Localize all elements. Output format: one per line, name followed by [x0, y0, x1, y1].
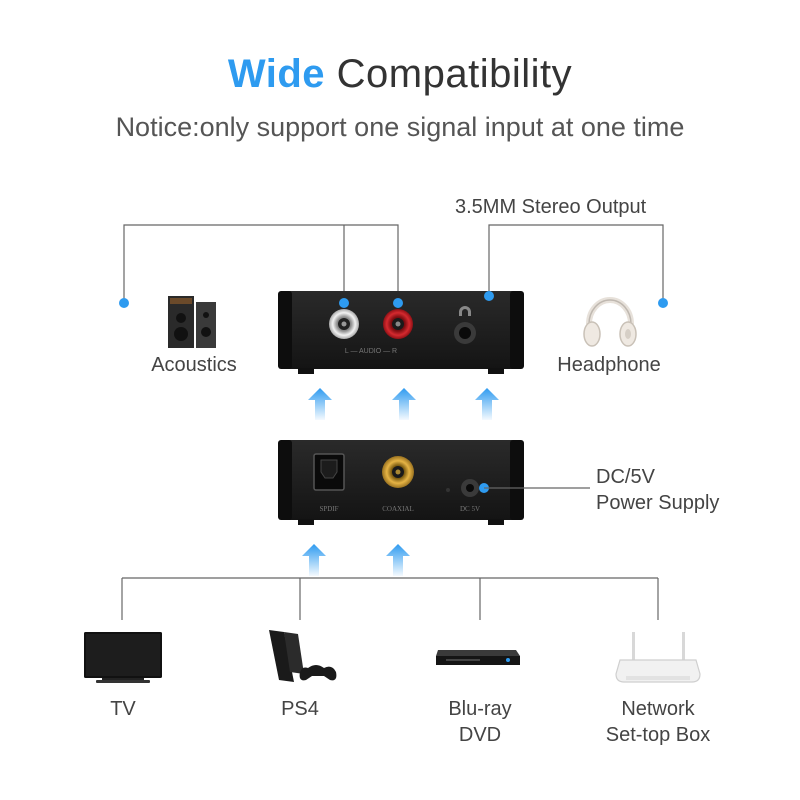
coaxial-jack: [382, 456, 414, 488]
source-label-ps4: PS4: [281, 698, 319, 720]
spdif-port-label: SPDIF: [319, 505, 338, 513]
notice-text: Notice:only support one signal input at …: [115, 112, 685, 142]
arrow-up-icon: [386, 544, 410, 576]
led-indicator: [446, 488, 450, 492]
speakers-icon: [168, 296, 216, 348]
source-label-bluray: Blu-ray DVD: [415, 696, 545, 748]
headphone-symbol-icon: [459, 306, 471, 316]
dc-jack-label: DC 5V: [460, 505, 480, 513]
acoustics-label: Acoustics: [151, 354, 237, 376]
optical-spdif-port: [313, 453, 345, 491]
coaxial-port-label: COAXIAL: [382, 505, 414, 513]
power-supply-line2: Power Supply: [596, 492, 720, 514]
source-label-bluray-line1: Blu-ray: [448, 698, 512, 720]
title-rest: Compatibility: [336, 52, 573, 96]
power-supply-line1: DC/5V: [596, 466, 655, 488]
title-highlight: Wide: [227, 52, 326, 96]
arrow-up-icon: [308, 388, 332, 420]
arrow-up-icon: [302, 544, 326, 576]
stereo-output-label: 3.5MM Stereo Output: [455, 196, 647, 218]
source-label-network-line2: Set-top Box: [605, 724, 711, 746]
source-label-network: Network Set-top Box: [588, 696, 728, 748]
rca-panel-text: L — AUDIO — R: [345, 348, 397, 355]
source-connection-lines: [121, 577, 659, 620]
rca-left-white-jack: [329, 309, 359, 339]
bluray-player-icon: [436, 650, 520, 665]
tv-icon: [84, 632, 162, 683]
arrow-up-icon: [475, 388, 499, 420]
acoustics-dot: [119, 298, 129, 308]
output-panel-device: [278, 291, 524, 374]
headphone-icon: [583, 297, 637, 347]
arrow-up-icon: [392, 388, 416, 420]
router-icon: [615, 632, 701, 683]
page-title: Wide Compatibility: [0, 52, 800, 97]
dc-power-jack: [461, 479, 479, 497]
red-jack-dot: [393, 298, 403, 308]
output-connection-lines: [123, 224, 664, 303]
stereo-jack-dot: [484, 291, 494, 301]
input-panel-device: [278, 440, 524, 525]
headphone-label: Headphone: [557, 354, 661, 376]
signal-arrows-top: [308, 388, 499, 420]
source-label-bluray-line2: DVD: [458, 724, 502, 746]
ps4-icon: [269, 630, 337, 682]
stereo-3-5mm-jack: [454, 306, 476, 344]
white-jack-dot: [339, 298, 349, 308]
source-label-tv: TV: [110, 698, 136, 720]
headphone-dot: [658, 298, 668, 308]
power-supply-label: DC/5V Power Supply: [596, 464, 786, 516]
signal-arrows-bottom: [302, 544, 410, 576]
source-label-network-line1: Network: [621, 698, 695, 720]
rca-right-red-jack: [383, 309, 413, 339]
